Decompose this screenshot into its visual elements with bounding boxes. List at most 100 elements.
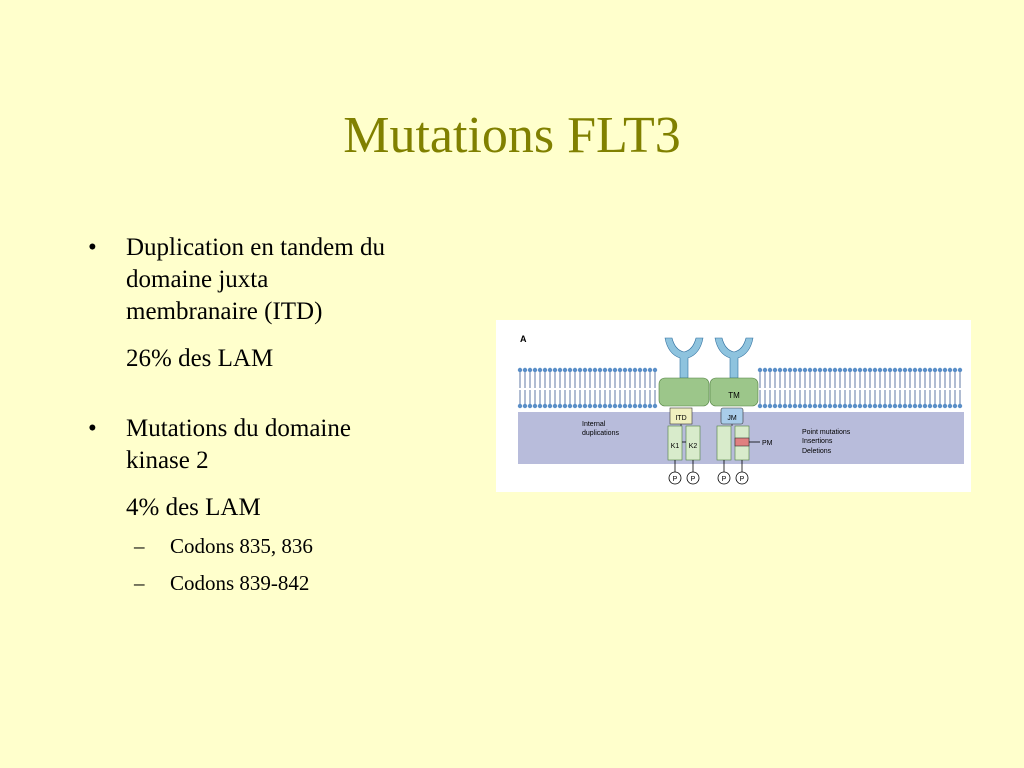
lipid-head — [957, 403, 963, 409]
lipid-head — [927, 367, 933, 373]
lipid-head — [882, 403, 888, 409]
lipid-head — [927, 403, 933, 409]
k1-label: K1 — [671, 443, 680, 450]
lipid-head — [817, 403, 823, 409]
lipid-head — [932, 367, 938, 373]
transmembrane-domain-right — [709, 377, 759, 407]
lipid-head — [587, 403, 593, 409]
lipid-head — [612, 367, 618, 373]
flt3-receptor-figure: A TM ITD JM K1 K2 PM — [496, 320, 971, 492]
lipid-head — [632, 367, 638, 373]
itd-frequency: 26% des LAM — [126, 345, 274, 372]
bullet-text-line: membranaire (ITD) — [126, 298, 323, 325]
lipid-head — [797, 403, 803, 409]
lipid-head — [922, 367, 928, 373]
slide-title: Mutations FLT3 — [343, 107, 681, 164]
lipid-head — [887, 367, 893, 373]
lipid-head — [797, 367, 803, 373]
lipid-head — [872, 367, 878, 373]
lipid-head — [782, 367, 788, 373]
lipid-head — [937, 367, 943, 373]
lipid-head — [562, 367, 568, 373]
lipid-head — [802, 367, 808, 373]
lipid-head — [527, 367, 533, 373]
lipid-head — [877, 403, 883, 409]
lipid-head — [762, 403, 768, 409]
lipid-head — [827, 403, 833, 409]
lipid-head — [567, 367, 573, 373]
lipid-head — [837, 367, 843, 373]
lipid-head — [762, 367, 768, 373]
lipid-head — [582, 367, 588, 373]
lipid-head — [947, 367, 953, 373]
lipid-head — [757, 367, 763, 373]
lipid-head — [602, 403, 608, 409]
lipid-head — [552, 367, 558, 373]
lipid-head — [857, 403, 863, 409]
lipid-head — [792, 403, 798, 409]
lipid-head — [527, 403, 533, 409]
lipid-head — [522, 403, 528, 409]
lipid-head — [567, 403, 573, 409]
lipid-head — [942, 367, 948, 373]
pm-label: PM — [762, 440, 773, 447]
lipid-head — [832, 403, 838, 409]
lipid-head — [612, 403, 618, 409]
lipid-head — [872, 403, 878, 409]
lipid-head — [937, 403, 943, 409]
lipid-head — [822, 367, 828, 373]
mutations-note-line2: Insertions — [802, 438, 833, 445]
kinase-domain-right-1 — [716, 425, 732, 461]
lipid-head — [907, 403, 913, 409]
lipid-head — [832, 367, 838, 373]
lipid-head — [947, 403, 953, 409]
lipid-head — [597, 367, 603, 373]
lipid-head — [647, 403, 653, 409]
lipid-head — [537, 403, 543, 409]
lipid-head — [807, 403, 813, 409]
lipid-head — [907, 367, 913, 373]
lipid-head — [532, 403, 538, 409]
lipid-head — [897, 403, 903, 409]
lipid-head — [957, 367, 963, 373]
lipid-head — [897, 367, 903, 373]
lipid-head — [637, 367, 643, 373]
lipid-head — [772, 367, 778, 373]
lipid-head — [647, 367, 653, 373]
lipid-head — [842, 367, 848, 373]
lipid-head — [757, 403, 763, 409]
jm-label: JM — [727, 415, 737, 422]
lipid-head — [772, 403, 778, 409]
lipid-head — [587, 367, 593, 373]
lipid-head — [777, 367, 783, 373]
lipid-head — [942, 403, 948, 409]
subitem-text: Codons 835, 836 — [170, 534, 313, 558]
lipid-head — [932, 403, 938, 409]
bullet-kinase: • Mutations du domaine kinase 2 — [88, 413, 508, 477]
lipid-head — [517, 403, 523, 409]
lipid-head — [867, 367, 873, 373]
lipid-head — [842, 403, 848, 409]
lipid-head — [572, 367, 578, 373]
lipid-head — [852, 367, 858, 373]
lipid-head — [917, 367, 923, 373]
lipid-head — [522, 367, 528, 373]
flt3-diagram: A TM ITD JM K1 K2 PM — [517, 334, 964, 485]
bullet-marker: • — [88, 415, 97, 442]
lipid-head — [602, 367, 608, 373]
dash-marker: – — [134, 571, 145, 595]
lipid-head — [632, 403, 638, 409]
lipid-head — [517, 367, 523, 373]
lipid-head — [642, 367, 648, 373]
lipid-head — [622, 403, 628, 409]
lipid-head — [622, 367, 628, 373]
lipid-head — [792, 367, 798, 373]
bullet-text-line: Duplication en tandem du — [126, 234, 385, 261]
lipid-head — [952, 403, 958, 409]
bullet-text-line: Mutations du domaine — [126, 415, 351, 442]
lipid-head — [547, 367, 553, 373]
lipid-head — [882, 367, 888, 373]
lipid-head — [607, 403, 613, 409]
lipid-head — [532, 367, 538, 373]
lipid-head — [912, 403, 918, 409]
